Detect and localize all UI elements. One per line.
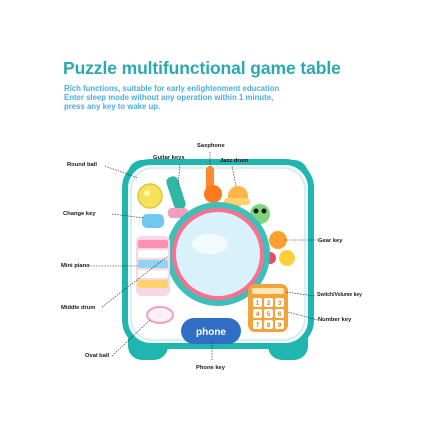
label-mini-piano: Mini piano [61, 263, 90, 269]
frog-eye-left [253, 208, 259, 214]
label-change-key: Change key [63, 211, 96, 217]
label-switch-volume-key: Switch/Volume key [317, 292, 362, 298]
gear-key-2[interactable] [279, 250, 295, 266]
piano-key-4[interactable] [138, 270, 168, 278]
saxphone-bell [204, 185, 222, 203]
phone-key[interactable] [181, 318, 241, 344]
piano-key-5[interactable] [138, 280, 168, 288]
number-key-label: 6 [278, 312, 282, 318]
number-key-7[interactable] [253, 320, 262, 329]
label-guitar-keys: Guitar keys [153, 155, 185, 161]
number-key-3[interactable] [275, 298, 284, 307]
guitar-body [168, 208, 188, 218]
number-key-label: 5 [267, 312, 271, 318]
number-key-5[interactable] [264, 309, 273, 318]
round-ball[interactable] [137, 183, 163, 209]
frog-eye-right [261, 208, 267, 214]
jazz-drum-base [224, 198, 250, 205]
round-ball-shine [144, 190, 150, 196]
switch-volume-key[interactable] [252, 288, 284, 294]
number-key-1[interactable] [253, 298, 262, 307]
description-line-1: Rich functions, suitable for early enlig… [64, 84, 280, 93]
number-key-8[interactable] [264, 320, 273, 329]
oval-ball[interactable] [146, 306, 174, 324]
middle-drum[interactable] [176, 212, 260, 296]
label-oval-ball: Oval ball [85, 353, 110, 359]
number-key-label: 1 [256, 301, 260, 307]
guitar-keys[interactable] [165, 175, 187, 211]
description-line-3: press any key to wake up. [64, 102, 161, 111]
gear-key[interactable] [269, 231, 287, 249]
number-key-label: 3 [278, 301, 282, 307]
number-key-label: 8 [267, 323, 271, 329]
piano-key-3[interactable] [138, 260, 168, 268]
piano-key-2[interactable] [138, 250, 168, 258]
description-line-2: Enter sleep mode without any operation w… [64, 93, 274, 102]
number-keypad: 1 2 3 4 5 6 7 8 9 [248, 284, 288, 332]
label-jazz-drum: Jazz drum [220, 158, 249, 164]
callout-lines [88, 152, 319, 360]
label-round-ball: Round ball [67, 162, 97, 168]
number-key-label: 2 [267, 301, 271, 307]
change-key[interactable] [142, 214, 164, 228]
label-middle-drum: Middle drum [61, 305, 96, 311]
drum-highlight [192, 234, 228, 254]
label-gear-key: Gear key [318, 238, 343, 244]
number-key-9[interactable] [275, 320, 284, 329]
number-key-4[interactable] [253, 309, 262, 318]
number-key-2[interactable] [264, 298, 273, 307]
piano-key-1[interactable] [138, 240, 168, 248]
label-number-key: Number key [318, 317, 352, 323]
number-key-label: 4 [256, 312, 260, 318]
number-key-label: 9 [278, 323, 282, 329]
label-saxphone: Saxphone [197, 143, 225, 149]
mini-piano[interactable] [136, 236, 170, 296]
number-key-6[interactable] [275, 309, 284, 318]
number-key-label: 7 [256, 323, 260, 329]
phone-key-text: phone [196, 327, 226, 338]
page-title: Puzzle multifunctional game table [63, 58, 341, 78]
label-phone-key: Phone key [196, 365, 225, 371]
